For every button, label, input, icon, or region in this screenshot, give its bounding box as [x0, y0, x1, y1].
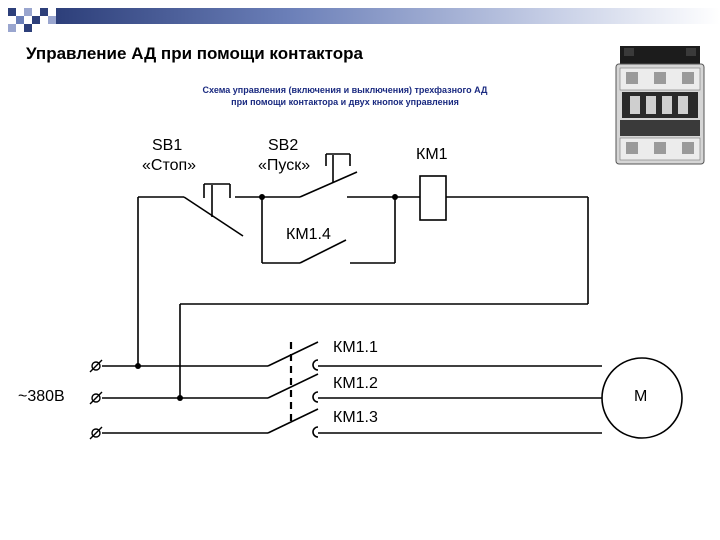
junction-dot	[392, 194, 398, 200]
km14-contact-blade	[299, 239, 347, 264]
sb2-switch-blade	[299, 171, 358, 198]
terminal-symbol	[91, 393, 101, 403]
km12-label: КМ1.2	[333, 375, 378, 392]
subtitle-line-2: при помощи контактора и двух кнопок упра…	[231, 97, 459, 107]
sb1-caption: «Стоп»	[142, 157, 197, 174]
page-title: Управление АД при помощи контактора	[26, 44, 363, 63]
header-gradient-bar	[56, 8, 720, 24]
header-checker-decoration	[8, 8, 56, 32]
diagram-subtitle: Схема управления (включения и выключения…	[150, 84, 540, 108]
supply-voltage-label: ~380В	[18, 388, 65, 405]
sb1-switch-blade	[183, 196, 244, 237]
motor-symbol	[601, 357, 683, 439]
km13-contact-blade	[267, 408, 319, 434]
junction-dot	[177, 395, 183, 401]
terminal-symbol	[91, 361, 101, 371]
sb2-label: SB2	[268, 137, 299, 154]
subtitle-line-1: Схема управления (включения и выключения…	[202, 85, 488, 95]
sb1-label: SB1	[152, 137, 183, 154]
km1-coil	[419, 175, 447, 221]
sb2-caption: «Пуск»	[258, 157, 311, 174]
junction-dot	[135, 363, 141, 369]
km14-label: КМ1.4	[286, 226, 331, 243]
motor-label: М	[634, 388, 648, 405]
km11-label: КМ1.1	[333, 339, 378, 356]
terminal-symbol	[91, 428, 101, 438]
km13-label: КМ1.3	[333, 409, 378, 426]
km11-contact-blade	[267, 341, 319, 367]
contactor-photo	[608, 40, 712, 172]
km12-contact-blade	[267, 373, 319, 399]
junction-dot	[259, 194, 265, 200]
km1-coil-label: КМ1	[416, 146, 448, 163]
